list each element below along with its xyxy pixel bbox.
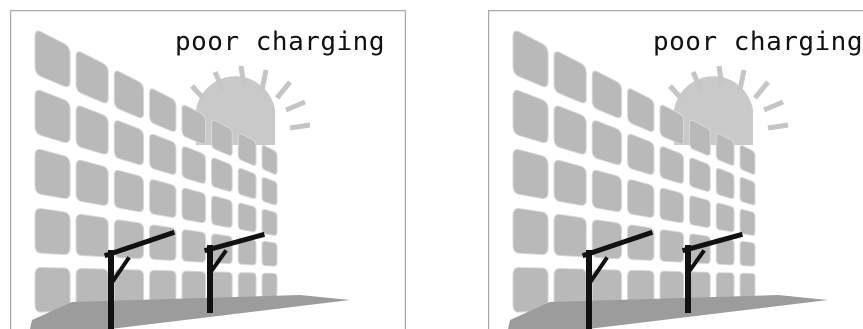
solar-cell [740,177,755,204]
solar-cell [150,180,176,218]
solar-cell [660,188,684,222]
solar-cell [238,273,256,299]
solar-cell [262,209,277,235]
panel-right: poor charging [488,10,863,329]
solar-cell [740,273,755,297]
solar-cell [716,273,734,299]
solar-cell [212,272,233,301]
solar-cell [262,177,277,204]
solar-cell [690,196,711,227]
solar-cell [182,188,206,222]
solar-cell [182,271,206,302]
solar-cell [660,230,684,262]
solar-cell [554,160,586,205]
solar-cell [554,214,586,256]
solar-cell [262,241,277,266]
caption-text: poor charging [653,27,863,57]
solar-cell [76,214,108,256]
solar-cell [716,203,734,232]
solar-cell [716,168,734,198]
solar-cell [262,273,277,297]
solar-cell [513,149,548,198]
solar-cell [592,170,621,211]
solar-cell [182,230,206,262]
solar-scene-left: poor charging [10,10,406,329]
solar-cell [238,203,256,232]
solar-cell [628,180,654,218]
solar-cell [238,168,256,198]
solar-cell [35,149,70,198]
panel-left: poor charging [10,10,406,329]
solar-cell [690,272,711,301]
solar-cell [740,241,755,266]
solar-cell [76,160,108,205]
solar-cell [114,170,143,211]
solar-cell [513,208,548,254]
solar-cell [35,208,70,254]
solar-cell [740,209,755,235]
solar-cell [212,196,233,227]
caption-text: poor charging [175,27,385,57]
solar-scene-right: poor charging [488,10,863,329]
solar-cell [660,271,684,302]
